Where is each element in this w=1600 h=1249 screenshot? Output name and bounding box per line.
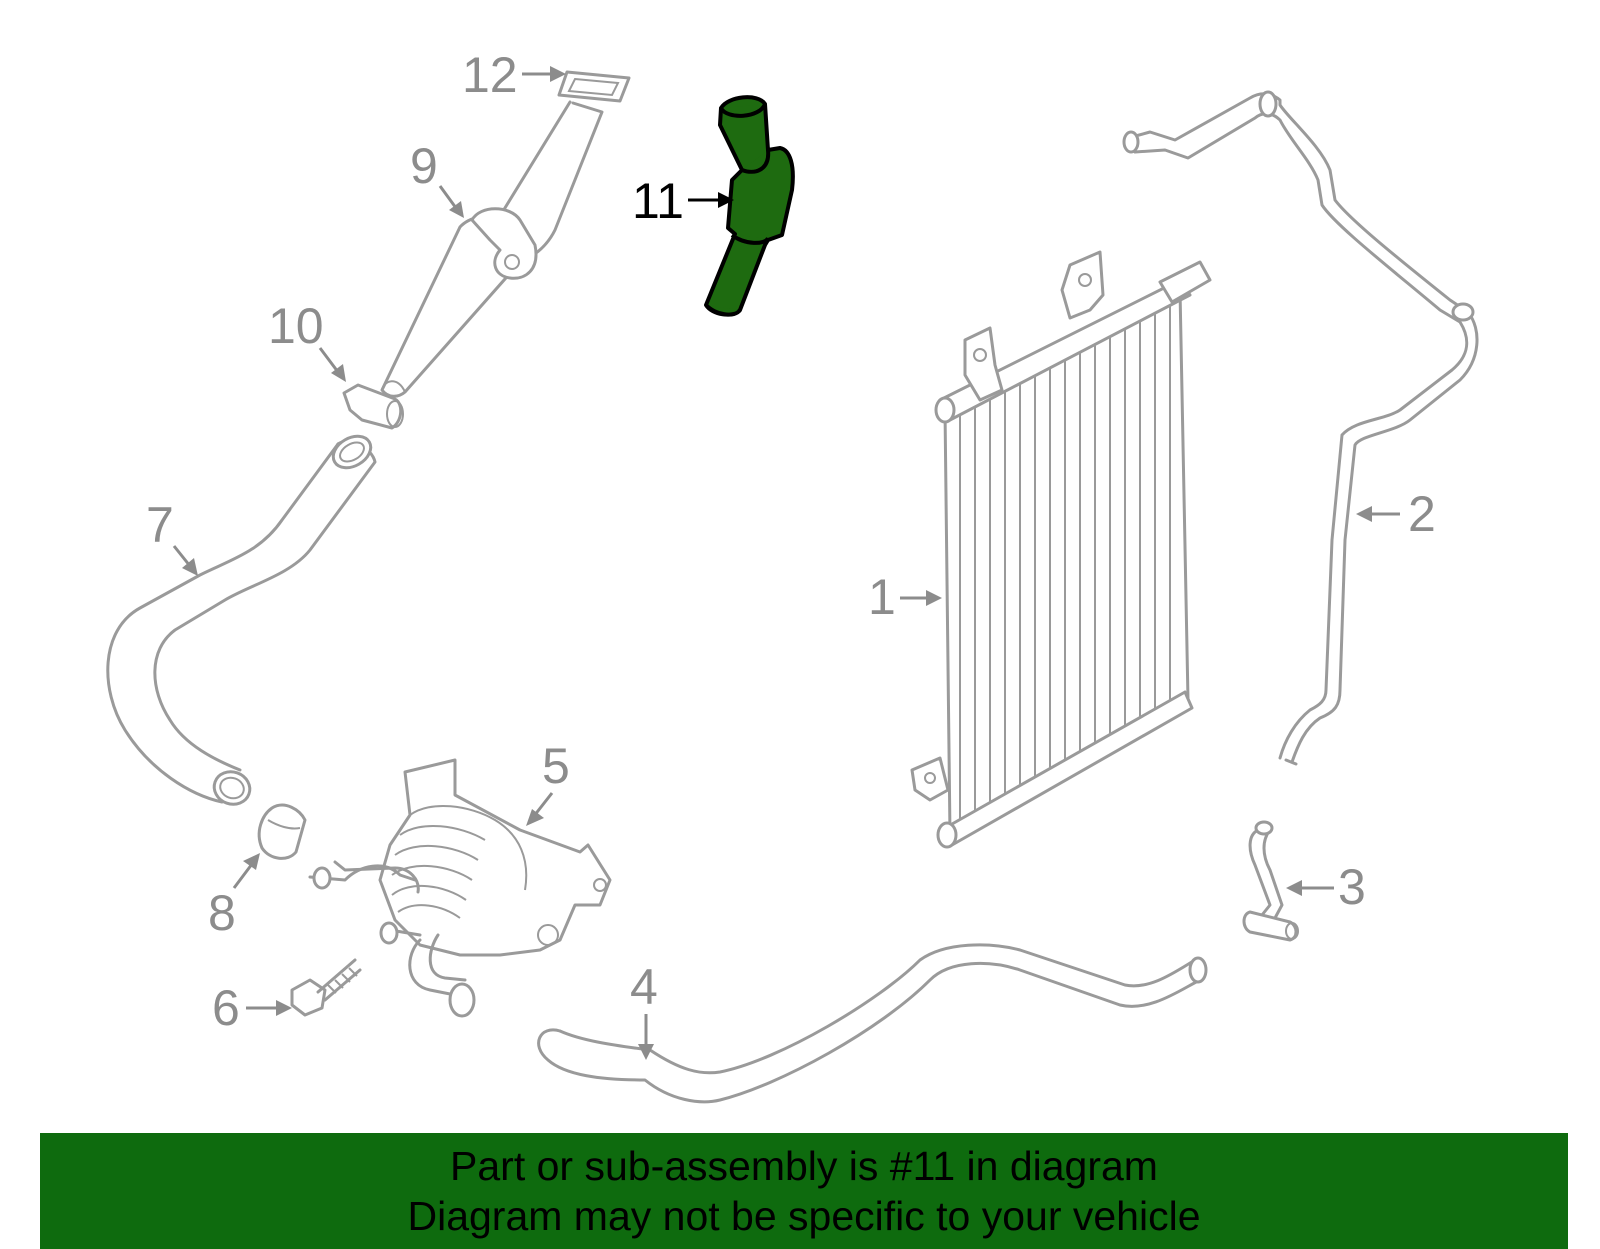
callout-4-label: 4 — [630, 959, 658, 1015]
callout-3-label: 3 — [1338, 859, 1366, 915]
callout-8-label: 8 — [208, 885, 236, 941]
footer-banner: Part or sub-assembly is #11 in diagram D… — [40, 1133, 1568, 1249]
callout-10-label: 10 — [268, 298, 324, 354]
callout-12-label: 12 — [462, 47, 518, 103]
part-10-clamp[interactable] — [342, 383, 404, 430]
part-12-gasket[interactable] — [557, 70, 631, 103]
callout-12-arrow — [522, 66, 566, 82]
callout-6-label: 6 — [212, 980, 240, 1036]
callout-10-arrow — [318, 347, 346, 382]
part-7-hose[interactable] — [106, 430, 377, 809]
part-2-pipe[interactable] — [1122, 90, 1479, 766]
footer-line-part-number: Part or sub-assembly is #11 in diagram — [450, 1143, 1158, 1189]
callout-2-arrow — [1356, 506, 1400, 522]
part-1-condenser[interactable] — [910, 250, 1212, 849]
callout-2-label: 2 — [1408, 486, 1436, 542]
callout-11-label: 11 — [632, 173, 684, 229]
callout-11-arrow — [688, 192, 734, 208]
part-8-clamp[interactable] — [257, 803, 307, 860]
part-5-oil-cooler[interactable] — [308, 758, 612, 1018]
part-9-hose[interactable] — [380, 100, 604, 398]
callout-9-arrow — [438, 185, 464, 218]
callout-1-label: 1 — [868, 569, 896, 625]
part-6-bolt[interactable] — [290, 958, 362, 1017]
callout-4-arrow — [638, 1014, 654, 1060]
part-11-hose[interactable] — [704, 95, 795, 317]
callout-6-arrow — [246, 1000, 292, 1016]
callout-7-label: 7 — [146, 497, 174, 553]
part-3-pipe[interactable] — [1242, 820, 1299, 942]
callout-1-arrow — [900, 590, 942, 606]
callout-8-arrow — [232, 853, 260, 889]
callout-5-arrow — [526, 792, 554, 826]
callout-7-arrow — [172, 545, 198, 576]
callout-5-label: 5 — [542, 738, 570, 794]
callout-3-arrow — [1286, 880, 1334, 896]
footer-line-disclaimer: Diagram may not be specific to your vehi… — [407, 1193, 1201, 1239]
callout-9-label: 9 — [410, 138, 438, 194]
